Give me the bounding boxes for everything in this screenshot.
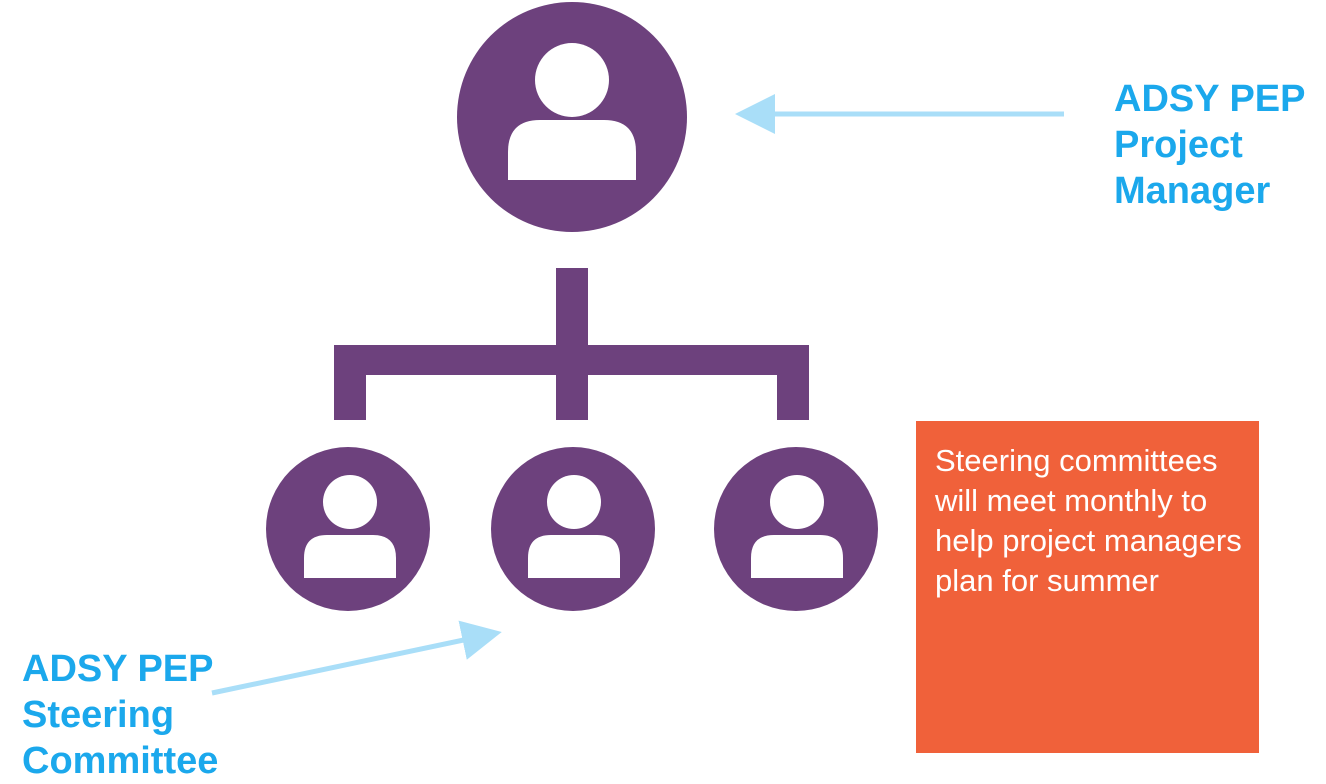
project-manager-node (457, 2, 687, 232)
person-icon (528, 475, 620, 578)
project-manager-label-line-1: ADSY PEP (1114, 78, 1306, 120)
committee-member-node-3 (714, 447, 878, 611)
project-manager-label-line-3: Manager (1114, 170, 1271, 212)
committee-member-node-1 (266, 447, 430, 611)
steering-committee-label-line-1: ADSY PEP (22, 648, 214, 690)
project-manager-label: ADSY PEP Project Manager (1114, 76, 1305, 214)
person-icon (304, 475, 396, 578)
committee-member-node-2 (491, 447, 655, 611)
steering-committee-label-line-2: Steering (22, 694, 175, 736)
org-chart-connector (334, 268, 809, 420)
note-box: Steering committees will meet monthly to… (916, 421, 1259, 753)
project-manager-label-line-2: Project (1114, 124, 1243, 166)
note-text: Steering committees will meet monthly to… (935, 443, 1242, 598)
steering-committee-label: ADSY PEP Steering Committee (22, 646, 218, 784)
steering-committee-arrow (211, 620, 502, 696)
person-icon (508, 43, 636, 180)
steering-committee-label-line-3: Committee (22, 740, 219, 782)
person-icon (751, 475, 843, 578)
